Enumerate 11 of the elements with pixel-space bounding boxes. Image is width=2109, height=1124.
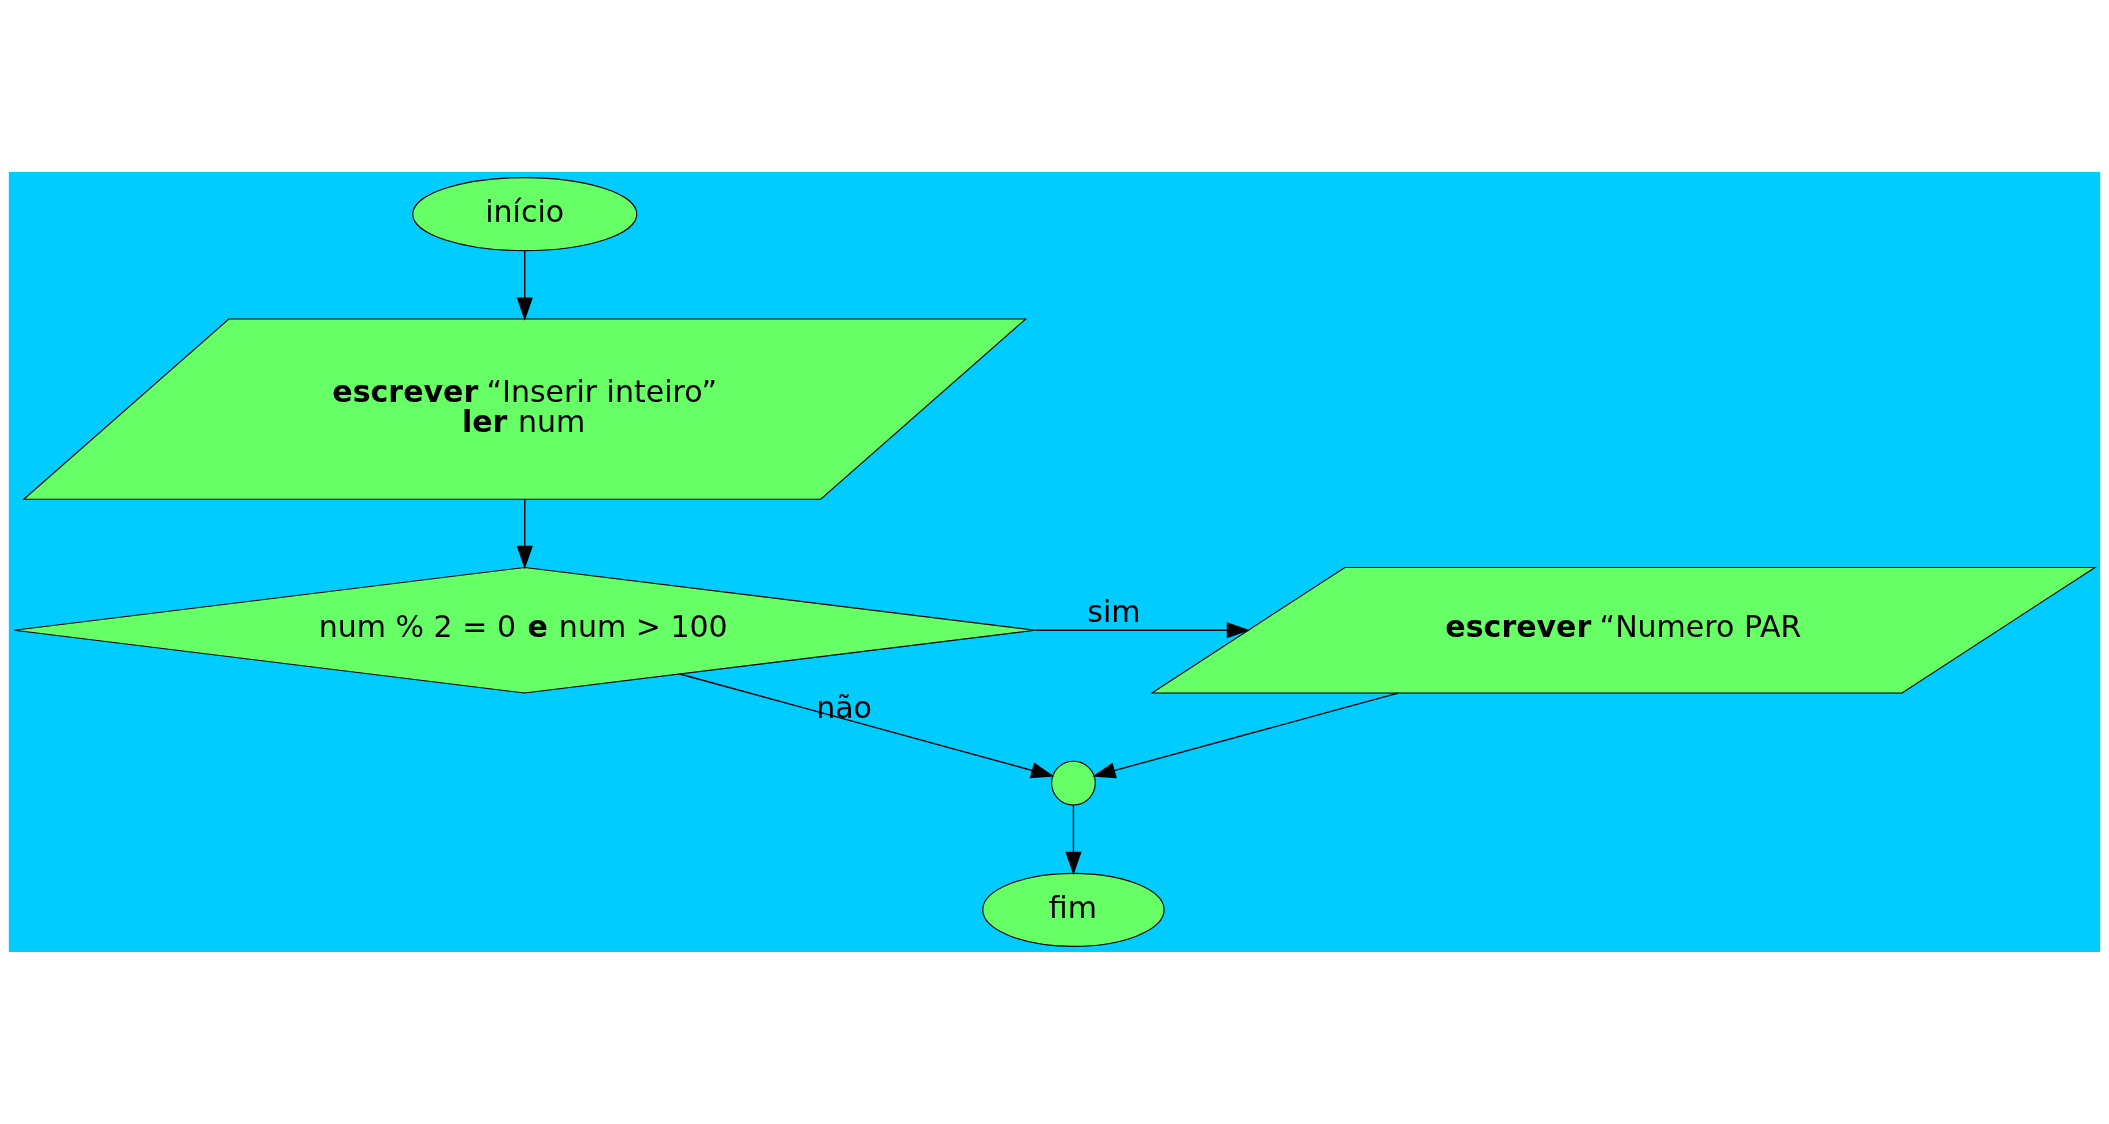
arrow xyxy=(516,250,533,321)
arrow xyxy=(1092,692,1399,779)
arrow xyxy=(679,673,1055,779)
edge-label: sim xyxy=(1087,593,1141,629)
node-circle xyxy=(1051,760,1096,806)
arrow xyxy=(516,498,533,569)
node-diamond: num % 2 = 0 e num > 100 xyxy=(13,566,1036,694)
node-ellipse: fim xyxy=(982,872,1165,947)
arrow xyxy=(1065,804,1082,875)
arrow xyxy=(1034,622,1250,639)
node-ellipse: início xyxy=(412,177,638,252)
